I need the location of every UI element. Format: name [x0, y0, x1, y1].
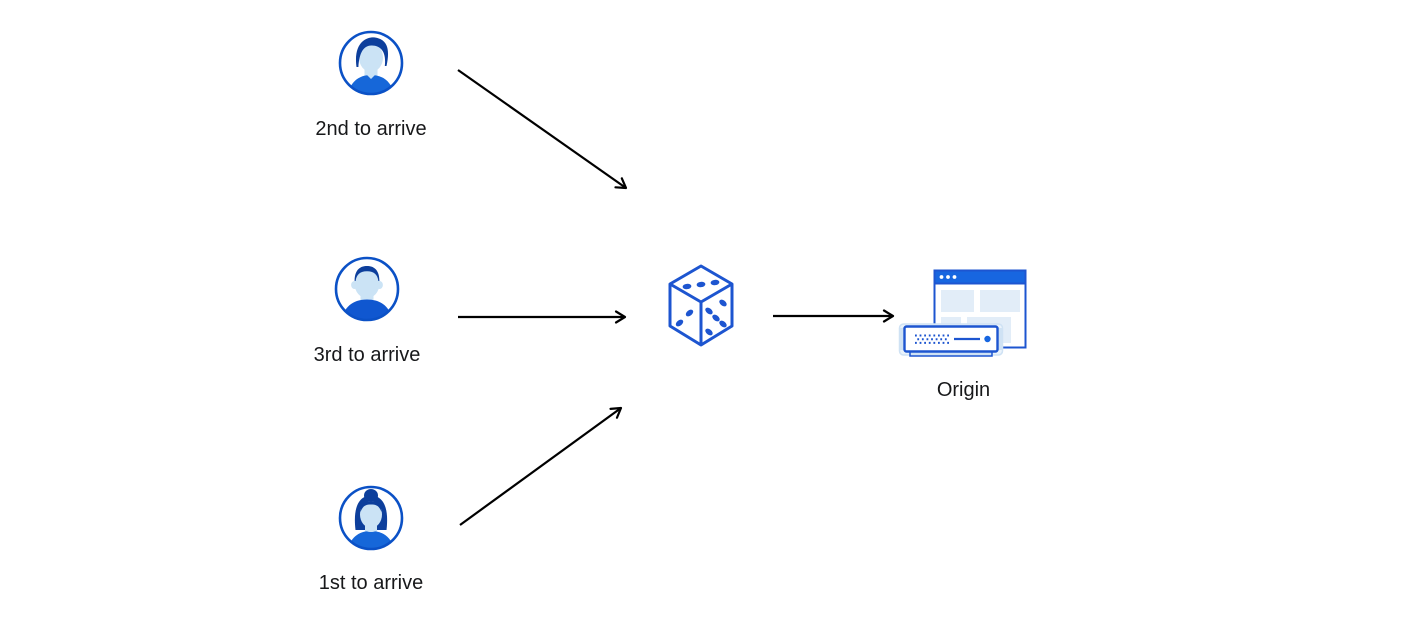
- dice-node: [666, 263, 736, 349]
- client-node-1st: 1st to arrive: [319, 485, 423, 595]
- arrow-client2-to-dice: [457, 69, 628, 190]
- origin-browser-server-icon: [898, 269, 1027, 357]
- arrow-client1-to-dice: [459, 406, 623, 526]
- client-label-1st: 1st to arrive: [318, 572, 424, 594]
- female-avatar-bun-icon: [338, 485, 404, 551]
- client-label-2nd: 2nd to arrive: [315, 118, 427, 140]
- dice-icon: [668, 264, 734, 347]
- origin-label: Origin: [936, 379, 991, 401]
- client-label-3rd: 3rd to arrive: [313, 344, 421, 366]
- origin-node: Origin: [896, 262, 1031, 402]
- server-icon: [898, 323, 1004, 357]
- client-node-2nd: 2nd to arrive: [315, 30, 427, 141]
- male-avatar-swept-hair-icon: [338, 30, 404, 96]
- client-node-3rd: 3rd to arrive: [314, 256, 420, 367]
- male-avatar-short-hair-icon: [334, 256, 400, 322]
